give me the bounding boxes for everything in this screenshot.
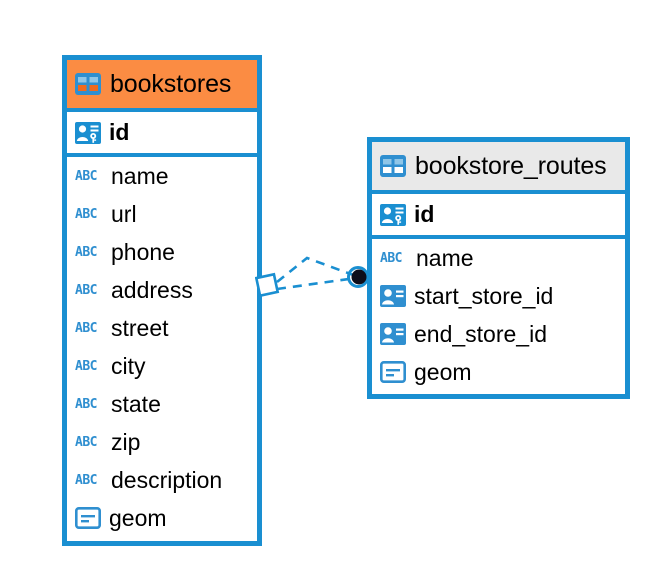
field-label: name <box>111 162 169 189</box>
text-abc-icon: ABC <box>75 282 97 298</box>
field-label: id <box>109 119 130 145</box>
field-row-description[interactable]: ABC description <box>67 461 257 499</box>
field-label: phone <box>111 238 175 265</box>
field-label: address <box>111 276 193 303</box>
field-row-name[interactable]: ABC name <box>372 239 625 277</box>
field-label: name <box>416 244 474 271</box>
field-label: description <box>111 466 223 493</box>
field-row-phone[interactable]: ABC phone <box>67 233 257 271</box>
field-row-state[interactable]: ABC state <box>67 385 257 423</box>
field-label: url <box>111 200 137 227</box>
foreign-key-icon <box>380 323 406 345</box>
table-icon <box>75 73 101 95</box>
field-row-street[interactable]: ABC street <box>67 309 257 347</box>
entity-header-bookstores[interactable]: bookstores <box>67 60 257 112</box>
field-label: street <box>111 314 169 341</box>
field-row-end-store-id[interactable]: end_store_id <box>372 315 625 353</box>
filled-circle-marker <box>347 266 369 288</box>
field-row-geom[interactable]: geom <box>67 499 257 537</box>
foreign-key-icon <box>380 285 406 307</box>
field-row-id[interactable]: id <box>372 194 625 239</box>
text-abc-icon: ABC <box>75 168 97 184</box>
field-label: geom <box>414 358 472 385</box>
text-abc-icon: ABC <box>75 396 97 412</box>
field-label: zip <box>111 428 141 455</box>
text-abc-icon: ABC <box>380 250 402 266</box>
field-row-geom[interactable]: geom <box>372 353 625 391</box>
text-abc-icon: ABC <box>75 358 97 374</box>
field-label: id <box>414 201 435 227</box>
primary-key-icon <box>380 203 406 227</box>
entity-bookstore-routes[interactable]: bookstore_routes id ABC name <box>367 137 630 399</box>
field-label: end_store_id <box>414 320 547 347</box>
field-row-id[interactable]: id <box>67 112 257 157</box>
field-label: city <box>111 352 146 379</box>
entity-title: bookstores <box>110 69 232 98</box>
field-label: geom <box>109 504 167 531</box>
field-row-address[interactable]: ABC address <box>67 271 257 309</box>
field-row-name[interactable]: ABC name <box>67 157 257 195</box>
field-row-city[interactable]: ABC city <box>67 347 257 385</box>
primary-key-icon <box>75 121 101 145</box>
entity-bookstores[interactable]: bookstores id ABC name <box>62 55 262 546</box>
field-label: start_store_id <box>414 282 554 309</box>
field-row-start-store-id[interactable]: start_store_id <box>372 277 625 315</box>
relationship-connector[interactable] <box>255 248 370 308</box>
field-row-zip[interactable]: ABC zip <box>67 423 257 461</box>
text-abc-icon: ABC <box>75 206 97 222</box>
entity-header-bookstore-routes[interactable]: bookstore_routes <box>372 142 625 194</box>
text-abc-icon: ABC <box>75 434 97 450</box>
entity-title: bookstore_routes <box>415 151 607 180</box>
field-row-url[interactable]: ABC url <box>67 195 257 233</box>
text-abc-icon: ABC <box>75 244 97 260</box>
field-label: state <box>111 390 161 417</box>
text-abc-icon: ABC <box>75 472 97 488</box>
relationship-line-upper <box>276 256 357 284</box>
table-icon <box>380 155 406 177</box>
geometry-icon <box>75 507 101 529</box>
geometry-icon <box>380 361 406 383</box>
relationship-line-lower <box>276 276 357 291</box>
text-abc-icon: ABC <box>75 320 97 336</box>
